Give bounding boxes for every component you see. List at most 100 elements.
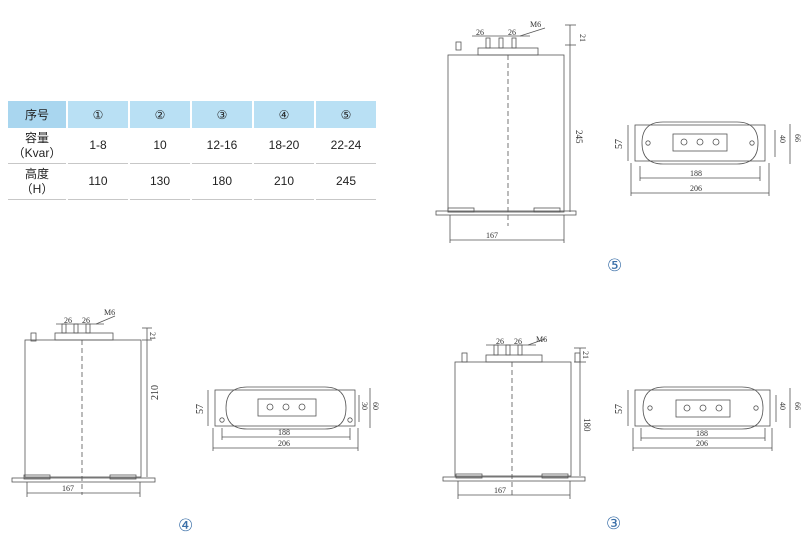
mount-hole (647, 405, 653, 411)
terminal-post (493, 344, 499, 356)
dim-width: 167 (494, 486, 506, 495)
header-col-4: ④ (254, 101, 314, 128)
height-cell: 180 (192, 164, 252, 200)
terminal-post (511, 37, 517, 49)
dim-outer-height: 60 (371, 402, 380, 410)
dim-top-right: 26 (514, 337, 522, 346)
height-cell: 210 (254, 164, 314, 200)
dim-base-width: 206 (278, 439, 290, 448)
header-col-3: ③ (192, 101, 252, 128)
mount-hole (219, 417, 225, 423)
dim-depth: 57 (614, 139, 625, 149)
dim-height: 180 (582, 418, 592, 432)
height-cell: 130 (130, 164, 190, 200)
height-label: 高度（H） (8, 164, 66, 200)
top-outline (642, 386, 764, 430)
dim-top-left: 26 (496, 337, 504, 346)
terminal-hole (683, 404, 691, 412)
capacity-cell: 10 (130, 128, 190, 164)
dim-inner-height: 30 (360, 402, 369, 410)
drawing-marker-4: ④ (178, 516, 194, 536)
leader-line (527, 338, 546, 346)
bolt-label: M6 (530, 20, 541, 29)
header-col-5: ⑤ (316, 101, 376, 128)
table-row-height: 高度（H） 110 130 180 210 245 (8, 164, 376, 200)
front-view-4: 26 26 M6 21 210 167 (11, 308, 161, 497)
dim-outer-height: 66 (793, 402, 802, 410)
top-view-4: 57 30 60 188 206 (195, 386, 380, 451)
mount-hole (753, 405, 759, 411)
header-index: 序号 (8, 101, 66, 128)
dim-inner-height: 40 (778, 402, 787, 410)
terminal-post (498, 37, 504, 49)
dim-inner-height: 40 (778, 135, 787, 143)
top-plate (214, 389, 356, 427)
side-lug (574, 352, 581, 363)
dim-hole-spacing: 188 (278, 428, 290, 437)
table-row-capacity: 容量（Kvar） 1-8 10 12-16 18-20 22-24 (8, 128, 376, 164)
mount-hole (749, 140, 755, 146)
drawing-marker-5: ⑤ (607, 256, 623, 276)
mount-hole (347, 417, 353, 423)
terminal-box (672, 133, 728, 152)
terminal-post (73, 323, 79, 334)
terminal-block (477, 47, 539, 56)
dim-height: 210 (150, 385, 161, 400)
drawing-marker-3: ③ (606, 514, 622, 534)
terminal-post (485, 37, 491, 49)
bolt-label: M6 (104, 308, 115, 317)
terminal-post (517, 344, 523, 356)
dim-top-height: 21 (581, 351, 590, 359)
mounting-foot (447, 207, 475, 213)
dim-top-left: 26 (476, 28, 484, 37)
header-col-1: ① (68, 101, 128, 128)
top-plate (634, 389, 771, 427)
terminal-block (485, 354, 543, 363)
terminal-hole (266, 403, 274, 411)
dim-depth: 57 (195, 404, 206, 414)
side-lug (461, 352, 468, 363)
side-lug (30, 332, 37, 342)
header-col-2: ② (130, 101, 190, 128)
terminal-block (54, 332, 114, 341)
dim-top-height: 21 (148, 332, 157, 340)
bolt-label: M6 (536, 335, 547, 344)
mount-hole (645, 140, 651, 146)
dim-height: 245 (574, 130, 584, 144)
top-outline (225, 386, 347, 430)
capacity-cell: 1-8 (68, 128, 128, 164)
base-plate (435, 210, 577, 216)
terminal-hole (712, 138, 720, 146)
mounting-foot (109, 474, 137, 480)
terminal-hole (715, 404, 723, 412)
base-plate (11, 477, 156, 483)
top-outline (641, 121, 759, 165)
dim-hole-spacing: 188 (690, 169, 702, 178)
leader-line (95, 315, 116, 325)
terminal-post (505, 344, 511, 356)
mounting-foot (23, 474, 51, 480)
dim-top-right: 26 (82, 316, 90, 325)
dim-top-right: 26 (508, 28, 516, 37)
capacity-cell: 18-20 (254, 128, 314, 164)
front-view-3: 26 26 M6 21 180 167 (442, 335, 592, 499)
dim-top-left: 26 (64, 316, 72, 325)
side-lug (455, 41, 462, 51)
dim-base-width: 206 (696, 439, 708, 448)
top-view-5: 57 40 66 188 206 (614, 121, 802, 196)
dim-width: 167 (486, 231, 498, 240)
top-plate (634, 124, 766, 162)
height-cell: 110 (68, 164, 128, 200)
terminal-hole (680, 138, 688, 146)
dim-width: 167 (62, 484, 74, 493)
terminal-hole (696, 138, 704, 146)
top-view-3: 57 40 66 188 206 (614, 386, 802, 451)
terminal-hole (282, 403, 290, 411)
terminal-post (61, 323, 67, 334)
dim-hole-spacing: 188 (696, 429, 708, 438)
mounting-foot (533, 207, 561, 213)
terminal-box (257, 398, 317, 417)
mounting-foot (455, 473, 483, 479)
terminal-hole (699, 404, 707, 412)
